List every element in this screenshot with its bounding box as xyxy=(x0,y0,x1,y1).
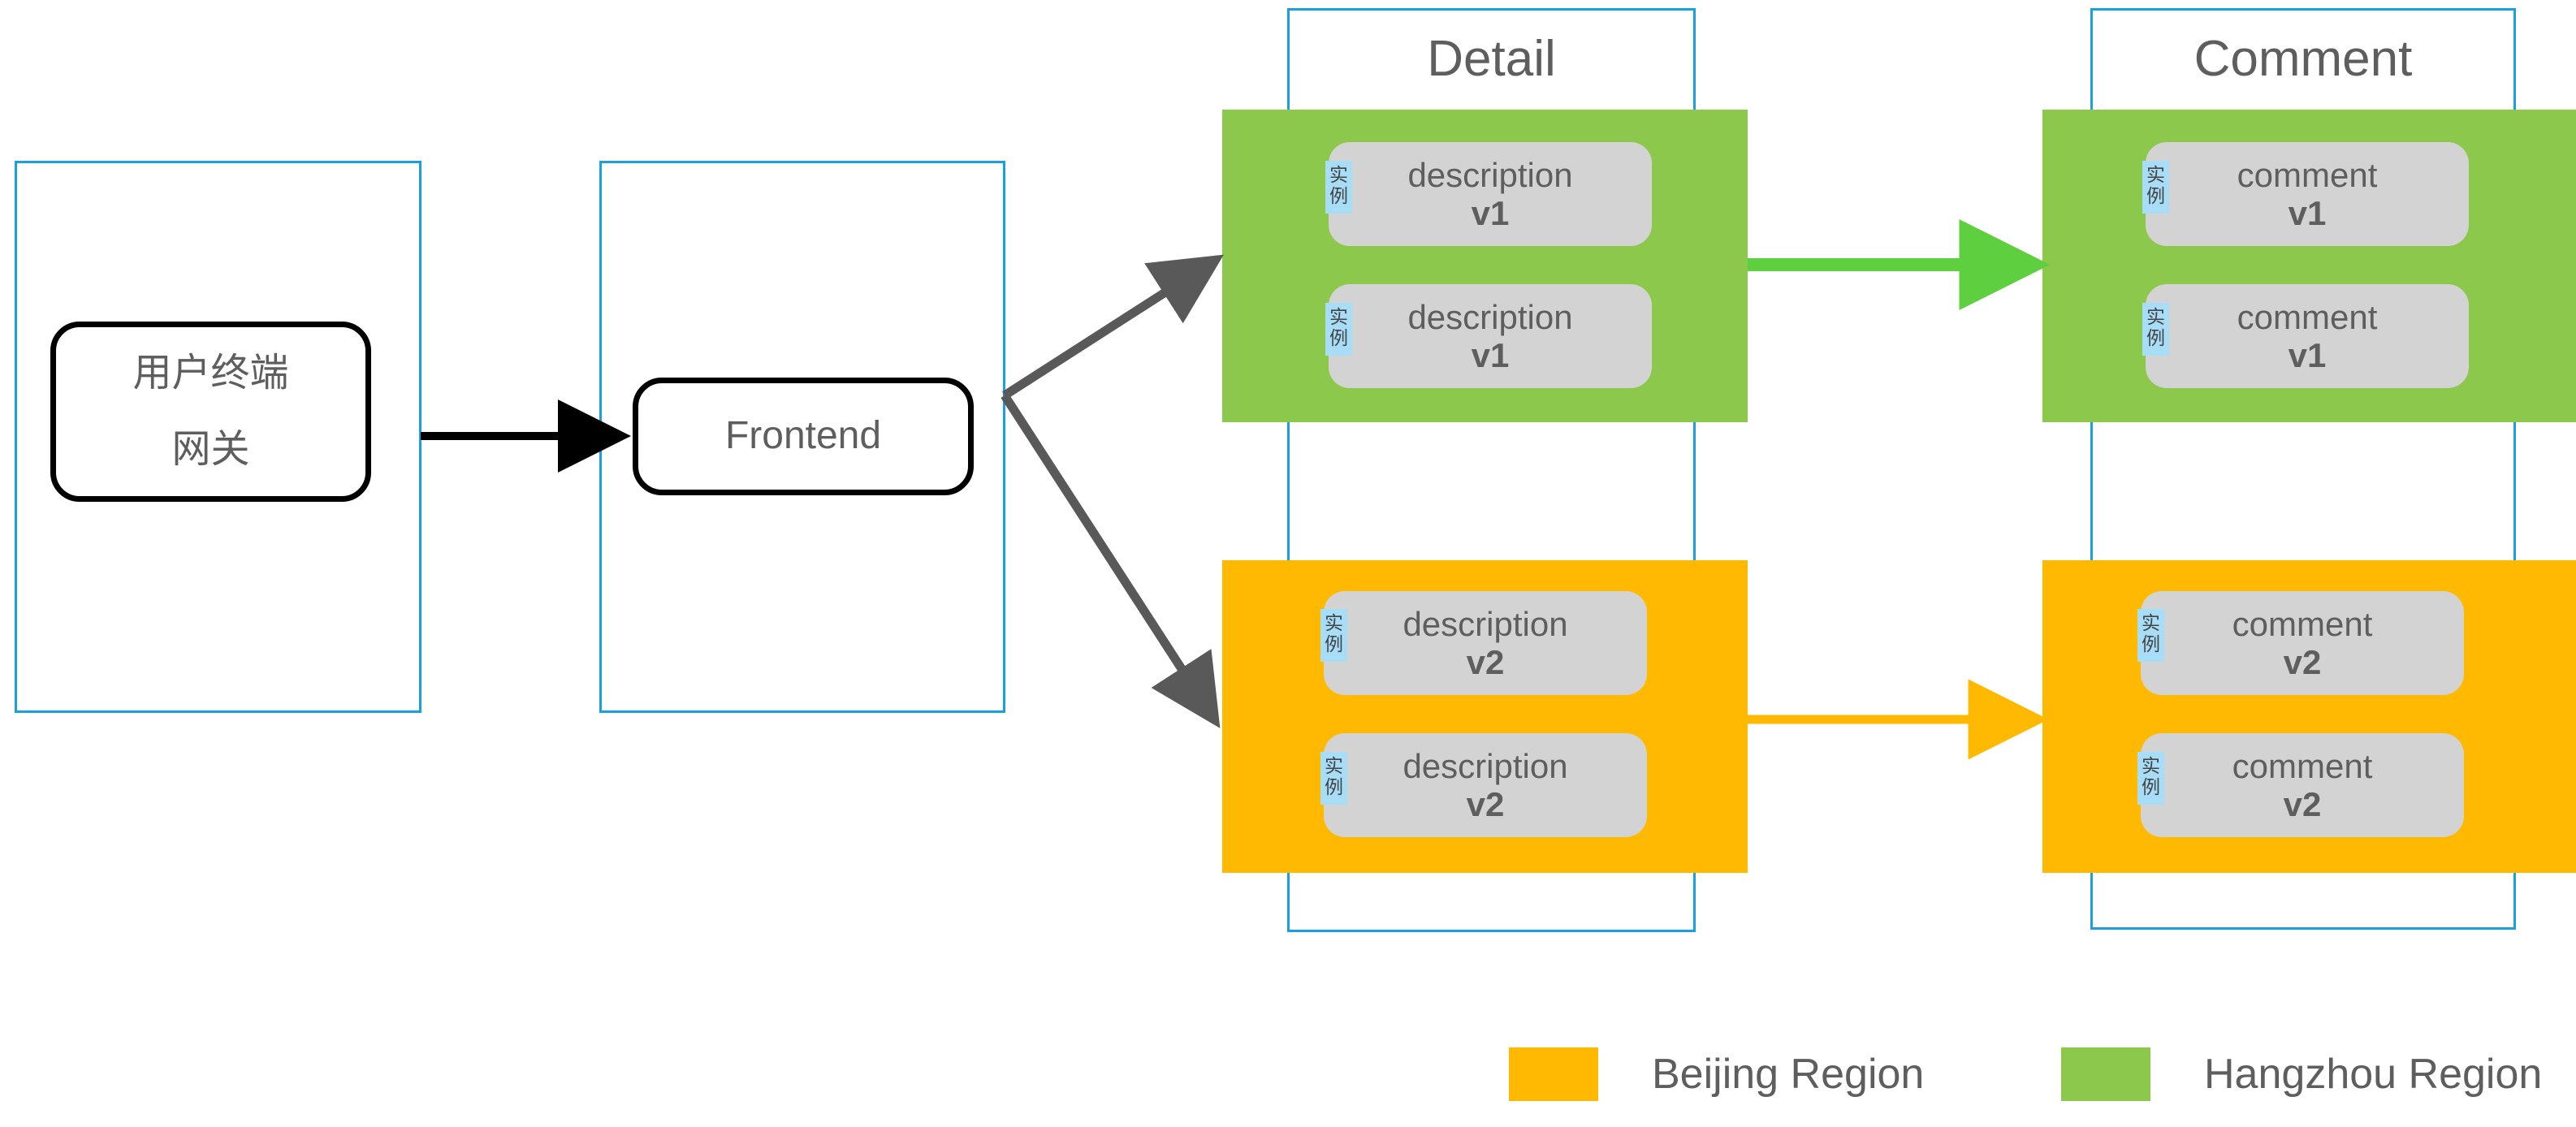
comment-card-comment-v1-a[interactable]: comment v1 xyxy=(2146,142,2469,246)
card-name: comment xyxy=(2237,155,2378,194)
card-version: v2 xyxy=(2283,643,2322,681)
arrow-frontend-to-detail-beijing xyxy=(1001,393,1221,728)
detail-card-description-v1-b[interactable]: description v1 xyxy=(1329,284,1652,388)
legend-label-beijing: Beijing Region xyxy=(1652,1051,1925,1098)
card-version: v2 xyxy=(1466,785,1505,823)
instance-tag-char2: 例 xyxy=(2142,776,2160,798)
legend-label-hangzhou: Hangzhou Region xyxy=(2204,1051,2543,1098)
card-name: description xyxy=(1407,155,1573,194)
card-version: v1 xyxy=(2288,194,2327,232)
instance-tag-char1: 实 xyxy=(1325,756,1343,777)
instance-tag: 实 例 xyxy=(2142,161,2169,214)
card-version: v2 xyxy=(2283,785,2322,823)
instance-tag: 实 例 xyxy=(1325,303,1352,356)
card-name: comment xyxy=(2232,746,2373,785)
node-user-terminal-gateway[interactable]: 用户终端 网关 xyxy=(50,322,371,502)
comment-card-comment-v1-b[interactable]: comment v1 xyxy=(2146,284,2469,388)
user-zone-container xyxy=(15,161,421,713)
instance-tag-char2: 例 xyxy=(2146,185,2165,207)
instance-tag-char2: 例 xyxy=(2146,327,2165,349)
card-version: v2 xyxy=(1466,643,1505,681)
legend-swatch-beijing xyxy=(1509,1047,1598,1101)
comment-zone-container xyxy=(2090,8,2516,930)
instance-tag: 实 例 xyxy=(2142,303,2169,356)
legend-item-hangzhou: Hangzhou Region xyxy=(2061,1047,2542,1101)
card-version: v1 xyxy=(1471,336,1510,374)
detail-card-description-v2-b[interactable]: description v2 xyxy=(1324,733,1647,837)
instance-tag: 实 例 xyxy=(1320,609,1347,662)
frontend-label: Frontend xyxy=(724,414,882,458)
comment-card-comment-v2-a[interactable]: comment v2 xyxy=(2141,591,2464,695)
card-name: description xyxy=(1403,604,1568,643)
instance-tag: 实 例 xyxy=(2137,609,2164,662)
instance-tag-char1: 实 xyxy=(2146,307,2165,328)
card-name: description xyxy=(1403,746,1568,785)
instance-tag: 实 例 xyxy=(2137,752,2164,805)
instance-tag: 实 例 xyxy=(1325,161,1352,214)
instance-tag-char2: 例 xyxy=(1329,185,1348,207)
detail-card-description-v2-a[interactable]: description v2 xyxy=(1324,591,1647,695)
card-version: v1 xyxy=(2288,336,2327,374)
instance-tag: 实 例 xyxy=(1320,752,1347,805)
instance-tag-char2: 例 xyxy=(1325,776,1343,798)
comment-group-title: Comment xyxy=(2193,31,2413,87)
detail-group-title: Detail xyxy=(1427,31,1556,87)
instance-tag-char2: 例 xyxy=(2142,633,2160,655)
legend-item-beijing: Beijing Region xyxy=(1509,1047,1924,1101)
card-version: v1 xyxy=(1471,194,1510,232)
legend-swatch-hangzhou xyxy=(2061,1047,2150,1101)
instance-tag-char2: 例 xyxy=(1325,633,1343,655)
card-name: description xyxy=(1407,297,1573,336)
arrow-frontend-to-detail-hangzhou xyxy=(1002,254,1224,399)
user-terminal-line2: 网关 xyxy=(171,428,250,471)
instance-tag-char1: 实 xyxy=(2146,165,2165,186)
detail-zone-container xyxy=(1287,8,1696,932)
instance-tag-char1: 实 xyxy=(2142,756,2160,777)
node-frontend[interactable]: Frontend xyxy=(633,378,974,495)
instance-tag-char1: 实 xyxy=(1329,307,1348,328)
comment-card-comment-v2-b[interactable]: comment v2 xyxy=(2141,733,2464,837)
instance-tag-char1: 实 xyxy=(1325,613,1343,634)
detail-card-description-v1-a[interactable]: description v1 xyxy=(1329,142,1652,246)
instance-tag-char2: 例 xyxy=(1329,327,1348,349)
instance-tag-char1: 实 xyxy=(2142,613,2160,634)
card-name: comment xyxy=(2232,604,2373,643)
user-terminal-line1: 用户终端 xyxy=(132,351,289,395)
instance-tag-char1: 实 xyxy=(1329,165,1348,186)
card-name: comment xyxy=(2237,297,2378,336)
